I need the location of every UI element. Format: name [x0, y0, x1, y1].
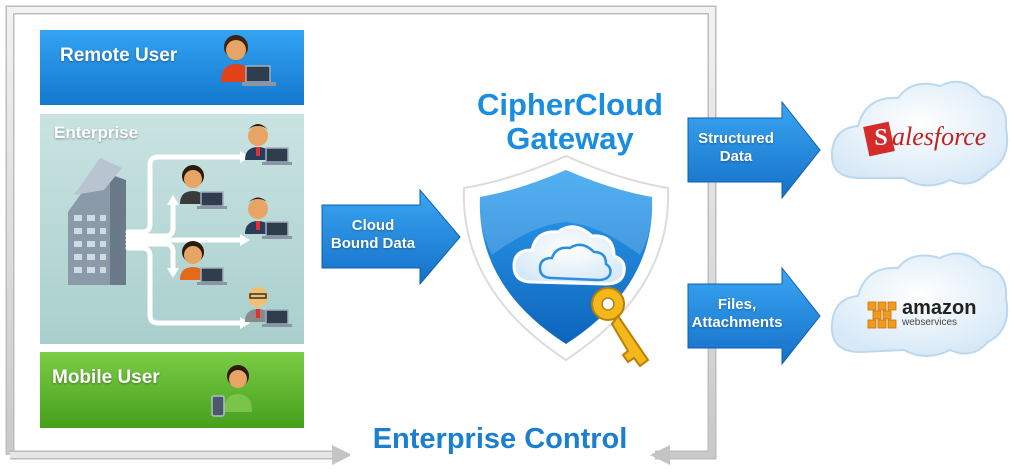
amazon-logo-text: amazon [902, 297, 977, 319]
mobile-user-avatar-icon [211, 365, 252, 417]
structured-line1: Structured [698, 130, 774, 147]
cloud-bound-line2: Bound Data [330, 235, 416, 252]
files-attachments-label: Files, Attachments [688, 296, 786, 332]
gateway-title: CipherCloud Gateway [440, 88, 700, 156]
frame-rails [5, 5, 717, 465]
mobile-user-panel [40, 352, 304, 428]
salesforce-logo-initial: S [874, 125, 888, 151]
remote-user-avatar-icon [221, 35, 276, 86]
connector-arrowheads [167, 151, 250, 329]
mobile-user-label: Mobile User [52, 367, 160, 388]
enterprise-user-5-icon [245, 287, 292, 327]
files-line2: Attachments [691, 314, 783, 331]
structured-data-arrow [687, 100, 821, 200]
key-icon [591, 287, 650, 368]
gateway-title-line1: CipherCloud [477, 87, 663, 122]
cloud-bound-line1: Cloud [351, 217, 395, 234]
structured-line2: Data [719, 148, 753, 165]
enterprise-user-2-icon [180, 165, 227, 209]
cloud-bound-data-label: Cloud Bound Data [325, 217, 421, 253]
files-attachments-arrow [687, 266, 821, 366]
enterprise-user-4-icon [180, 241, 227, 285]
files-line1: Files, [717, 296, 757, 313]
amazon-logo: amazon webservices [902, 298, 976, 328]
cloud-bound-arrow [321, 188, 461, 286]
gateway-title-line2: Gateway [506, 121, 634, 156]
office-building-icon [68, 158, 126, 285]
cloud-icon [512, 225, 626, 286]
enterprise-user-3-icon [245, 197, 292, 239]
remote-user-label: Remote User [60, 45, 178, 66]
amazon-logo-subtext: webservices [902, 317, 958, 328]
salesforce-cloud-icon [830, 80, 1009, 187]
enterprise-connectors [125, 154, 243, 326]
enterprise-control-label: Enterprise Control [350, 422, 650, 456]
amazon-cloud-icon [830, 252, 1009, 357]
enterprise-label: Enterprise [54, 123, 139, 142]
structured-data-label: Structured Data [688, 130, 784, 166]
salesforce-logo-text: alesforce [892, 122, 987, 151]
enterprise-user-1-icon [245, 124, 292, 165]
